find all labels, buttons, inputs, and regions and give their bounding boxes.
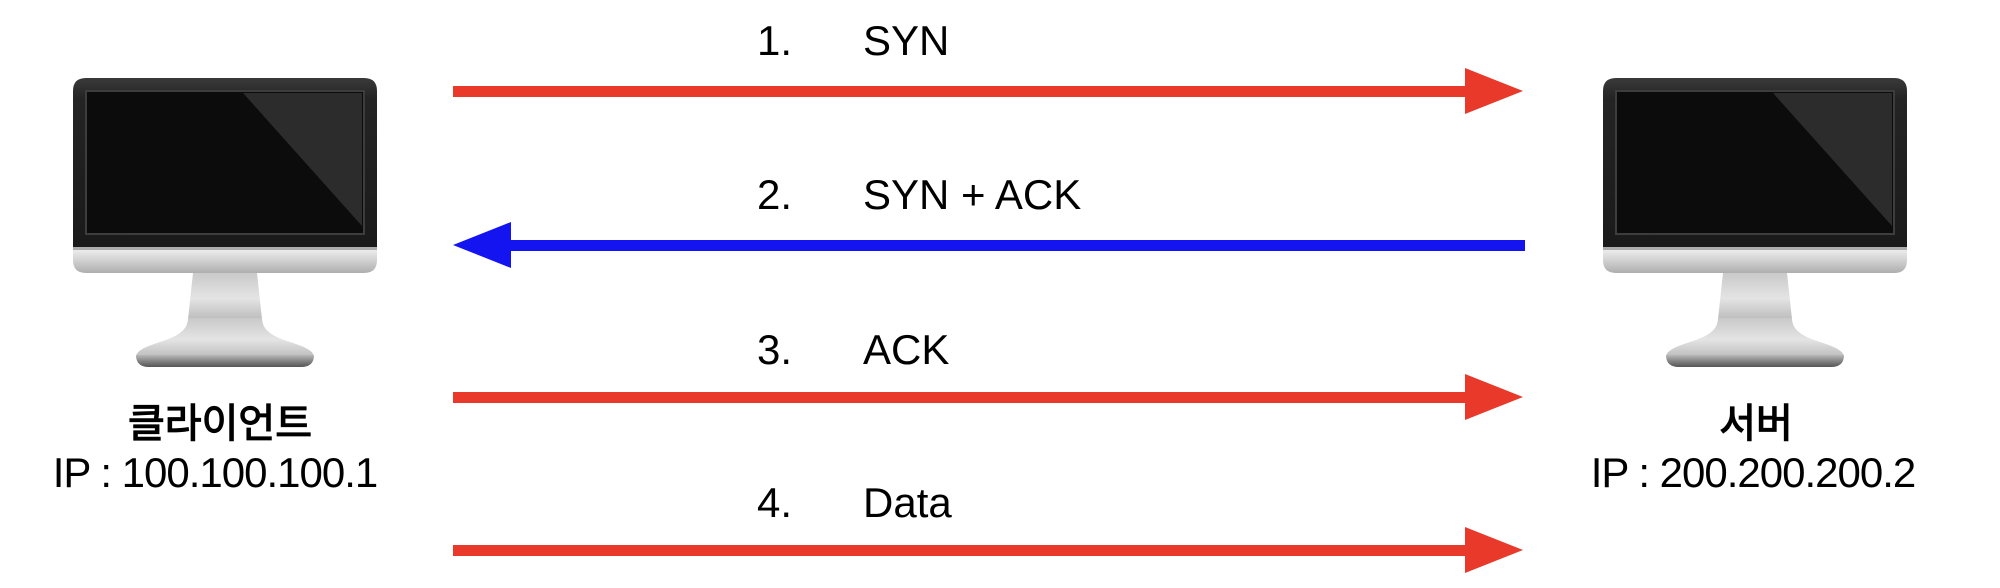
arrow-syn-right-icon — [453, 68, 1523, 115]
step-number: 4. — [757, 479, 793, 526]
arrow-head-icon — [1465, 374, 1523, 420]
message-text: SYN + ACK — [863, 171, 1082, 218]
client-computer-icon — [73, 78, 377, 367]
message-label-syn: 1. SYN — [757, 20, 949, 62]
server-name-label: 서버 — [1719, 402, 1793, 446]
message-label-ack: 3. ACK — [757, 329, 949, 371]
arrow-head-icon — [453, 222, 511, 268]
server-ip-label: IP : 200.200.200.2 — [1590, 449, 1917, 496]
arrow-syn-ack-left-icon — [453, 222, 1525, 269]
message-label-syn-ack: 2. SYN + ACK — [757, 174, 1081, 216]
step-number: 2. — [757, 171, 793, 218]
client-ip-label: IP : 100.100.100.1 — [52, 449, 379, 496]
arrow-shaft — [453, 392, 1471, 403]
client-name-label: 클라이언트 — [128, 402, 312, 446]
server-computer-icon — [1603, 78, 1907, 367]
message-label-data: 4. Data — [757, 482, 952, 524]
step-number: 1. — [757, 17, 793, 64]
arrow-head-icon — [1465, 527, 1523, 573]
message-text: ACK — [863, 326, 950, 373]
arrow-ack-right-icon — [453, 374, 1523, 421]
step-number: 3. — [757, 326, 793, 373]
arrow-data-right-icon — [453, 527, 1523, 574]
arrow-shaft — [505, 240, 1525, 251]
arrow-shaft — [453, 545, 1471, 556]
message-text: SYN — [863, 17, 950, 64]
arrow-shaft — [453, 86, 1471, 97]
message-text: Data — [863, 479, 952, 526]
arrow-head-icon — [1465, 68, 1523, 114]
